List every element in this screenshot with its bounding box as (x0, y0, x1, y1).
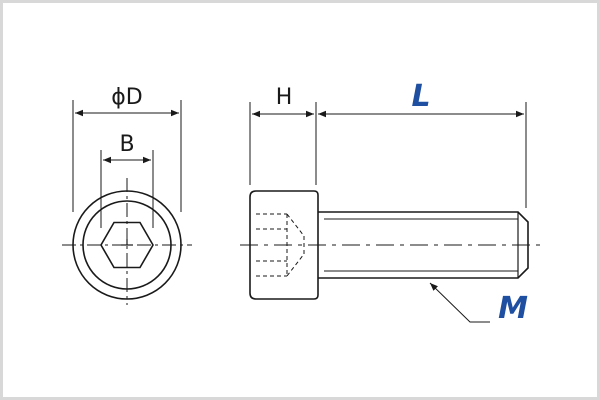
length-label: L (411, 79, 430, 114)
diameter-label: ϕD (111, 85, 142, 110)
side-view (240, 102, 545, 323)
screw-head-outline (249, 190, 319, 300)
head-height-label: H (276, 85, 293, 110)
end-view (62, 100, 192, 305)
hex-size-label: B (119, 132, 134, 157)
thread-leader-line (429, 282, 490, 323)
thread-label: M (498, 291, 528, 326)
